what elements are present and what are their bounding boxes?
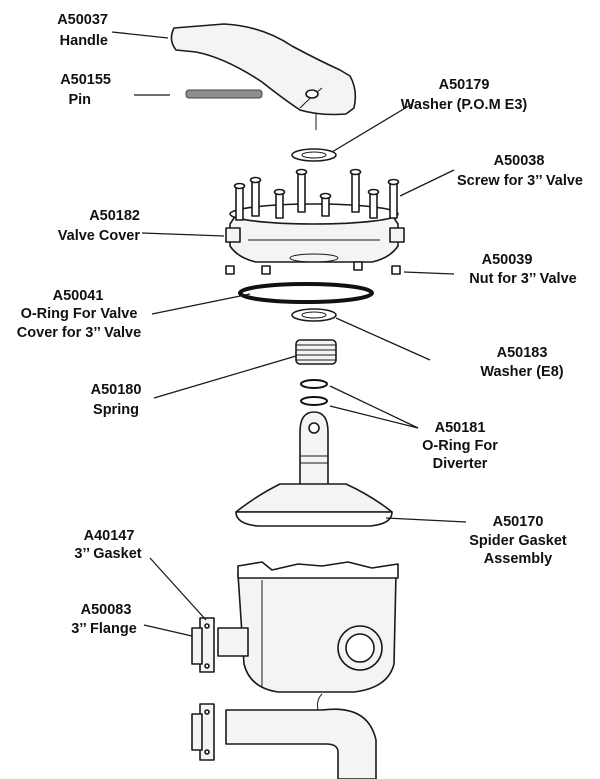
callout-spring: A50180 Spring bbox=[91, 382, 142, 418]
callout-code: A50155 bbox=[60, 72, 111, 88]
callout-name-2: Diverter bbox=[433, 456, 488, 472]
callout-code: A50083 bbox=[81, 602, 132, 618]
callout-spider-gasket: A50170 Spider Gasket Assembly bbox=[469, 514, 567, 567]
callout-name: 3’’ Flange bbox=[71, 621, 137, 637]
callout-code: A50179 bbox=[439, 77, 490, 93]
callout-code: A50039 bbox=[482, 252, 533, 268]
handle-part bbox=[170, 23, 357, 130]
callout-name: Pin bbox=[68, 92, 91, 108]
callout-valve-cover: A50182 Valve Cover bbox=[58, 208, 141, 244]
callout-name-2: Cover for 3’’ Valve bbox=[17, 325, 141, 341]
callout-code: A50041 bbox=[53, 288, 104, 304]
callout-name: Spring bbox=[93, 402, 139, 418]
valve-cover-part bbox=[225, 203, 405, 263]
callout-name: O-Ring For Valve bbox=[21, 306, 138, 322]
screws-part bbox=[233, 168, 400, 221]
callout-pin: A50155 Pin bbox=[60, 72, 111, 108]
callout-name: Washer (E8) bbox=[480, 364, 563, 380]
callout-o-ring-valve-cover: A50041 O-Ring For Valve Cover for 3’’ Va… bbox=[17, 288, 141, 341]
spider-gasket-assembly-part bbox=[235, 411, 393, 527]
callout-name: Screw for 3’’ Valve bbox=[457, 173, 583, 189]
washer-e8-part bbox=[291, 308, 337, 322]
callout-name: Washer (P.O.M E3) bbox=[401, 97, 528, 113]
callout-code: A50180 bbox=[91, 382, 142, 398]
callout-name-2: Assembly bbox=[484, 551, 553, 567]
callout-washer-pom: A50179 Washer (P.O.M E3) bbox=[401, 77, 528, 113]
callout-screw: A50038 Screw for 3’’ Valve bbox=[457, 153, 583, 189]
callout-nut: A50039 Nut for 3’’ Valve bbox=[469, 252, 576, 287]
callout-code: A50182 bbox=[89, 208, 140, 224]
callout-name: Nut for 3’’ Valve bbox=[469, 271, 576, 287]
o-ring-diverter-lower-part bbox=[300, 396, 328, 406]
pin-part bbox=[185, 89, 263, 99]
callout-washer-e8: A50183 Washer (E8) bbox=[480, 345, 563, 380]
callout-code: A50181 bbox=[435, 420, 486, 436]
callout-handle: A50037 Handle bbox=[57, 12, 108, 49]
washer-pom-part bbox=[291, 148, 337, 162]
callout-code: A40147 bbox=[84, 528, 135, 544]
spring-part bbox=[295, 339, 337, 365]
callout-name: Spider Gasket bbox=[469, 533, 567, 549]
nuts-part bbox=[225, 261, 401, 275]
callout-3in-gasket: A40147 3’’ Gasket bbox=[74, 528, 141, 562]
callout-name: 3’’ Gasket bbox=[74, 546, 141, 562]
valve-body-part bbox=[191, 561, 399, 779]
callout-code: A50037 bbox=[57, 12, 108, 28]
o-ring-valve-cover-part bbox=[238, 282, 374, 304]
callout-code: A50183 bbox=[497, 345, 548, 361]
callout-name: O-Ring For bbox=[422, 438, 498, 454]
callout-code: A50038 bbox=[494, 153, 545, 169]
callout-3in-flange: A50083 3’’ Flange bbox=[71, 602, 137, 637]
leader-lines bbox=[111, 31, 467, 637]
callout-name: Handle bbox=[60, 33, 108, 49]
callout-code: A50170 bbox=[493, 514, 544, 530]
callout-o-ring-diverter: A50181 O-Ring For Diverter bbox=[422, 420, 498, 472]
callout-name: Valve Cover bbox=[58, 228, 141, 244]
o-ring-diverter-upper-part bbox=[300, 379, 328, 389]
